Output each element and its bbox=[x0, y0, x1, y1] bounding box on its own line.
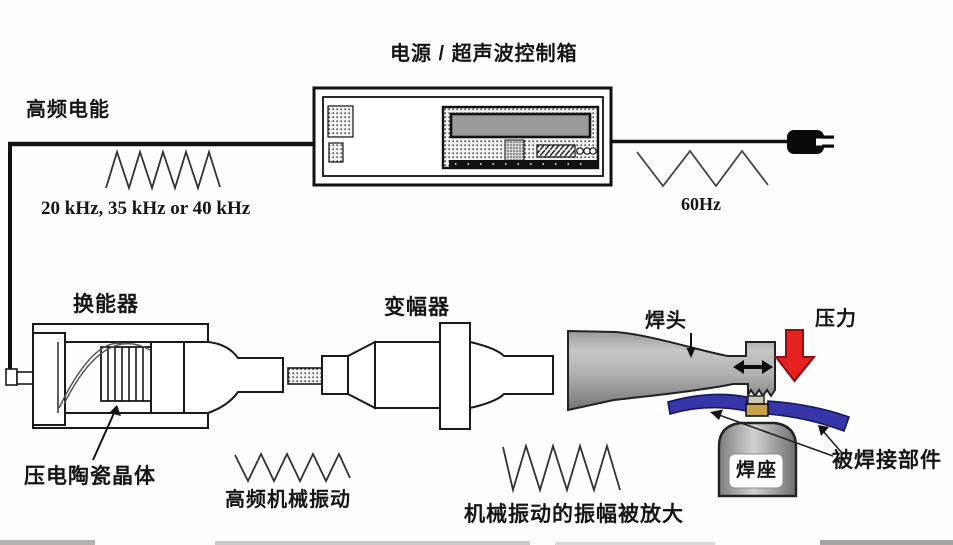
welded-parts-label: 被焊接部件 bbox=[832, 449, 942, 472]
control-box bbox=[312, 86, 613, 187]
workpiece-strips bbox=[667, 393, 851, 433]
transducer-drawing bbox=[5, 323, 284, 429]
transducer-wires bbox=[58, 342, 151, 409]
mains-waveform-icon bbox=[636, 149, 769, 188]
pressure-label: 压力 bbox=[815, 308, 857, 330]
booster-label: 变幅器 bbox=[384, 296, 450, 319]
amplified-vibration-waveform-icon bbox=[502, 442, 621, 494]
workpiece-left bbox=[667, 393, 748, 416]
welded-parts-pointer-arrows bbox=[710, 409, 843, 457]
piezo-label: 压电陶瓷晶体 bbox=[24, 465, 156, 488]
weld-joint-upper bbox=[747, 395, 765, 405]
vibration-double-arrow-icon bbox=[733, 360, 773, 374]
transducer-label: 换能器 bbox=[73, 293, 139, 316]
hf-power-line bbox=[8, 141, 315, 371]
piezo-pointer-arrow bbox=[92, 405, 121, 461]
horn-pointer-arrow bbox=[686, 333, 696, 358]
control-box-title: 电源 / 超声波控制箱 bbox=[390, 43, 578, 65]
booster-drawing bbox=[287, 322, 554, 430]
hf-vibration-waveform-icon bbox=[234, 451, 351, 484]
power-plug-icon bbox=[787, 130, 834, 154]
hf-vibration-label: 高频机械振动 bbox=[225, 489, 351, 511]
hf-power-label: 高频电能 bbox=[26, 99, 110, 121]
frequency-label: 20 kHz, 35 kHz or 40 kHz bbox=[41, 198, 251, 219]
anvil-drawing bbox=[717, 421, 798, 498]
pressure-arrow-icon bbox=[773, 329, 817, 383]
anvil-label: 焊座 bbox=[736, 460, 779, 481]
weld-joint-block bbox=[745, 403, 769, 417]
bottom-strip bbox=[0, 540, 953, 545]
mains-frequency-label: 60Hz bbox=[681, 194, 721, 214]
hf-waveform-icon bbox=[105, 148, 221, 191]
workpiece-right bbox=[766, 400, 851, 433]
piezo-stack bbox=[100, 346, 152, 402]
control-panel bbox=[441, 105, 600, 170]
horn-label: 焊头 bbox=[645, 310, 687, 332]
amplified-vibration-label: 机械振动的振幅被放大 bbox=[464, 503, 684, 526]
